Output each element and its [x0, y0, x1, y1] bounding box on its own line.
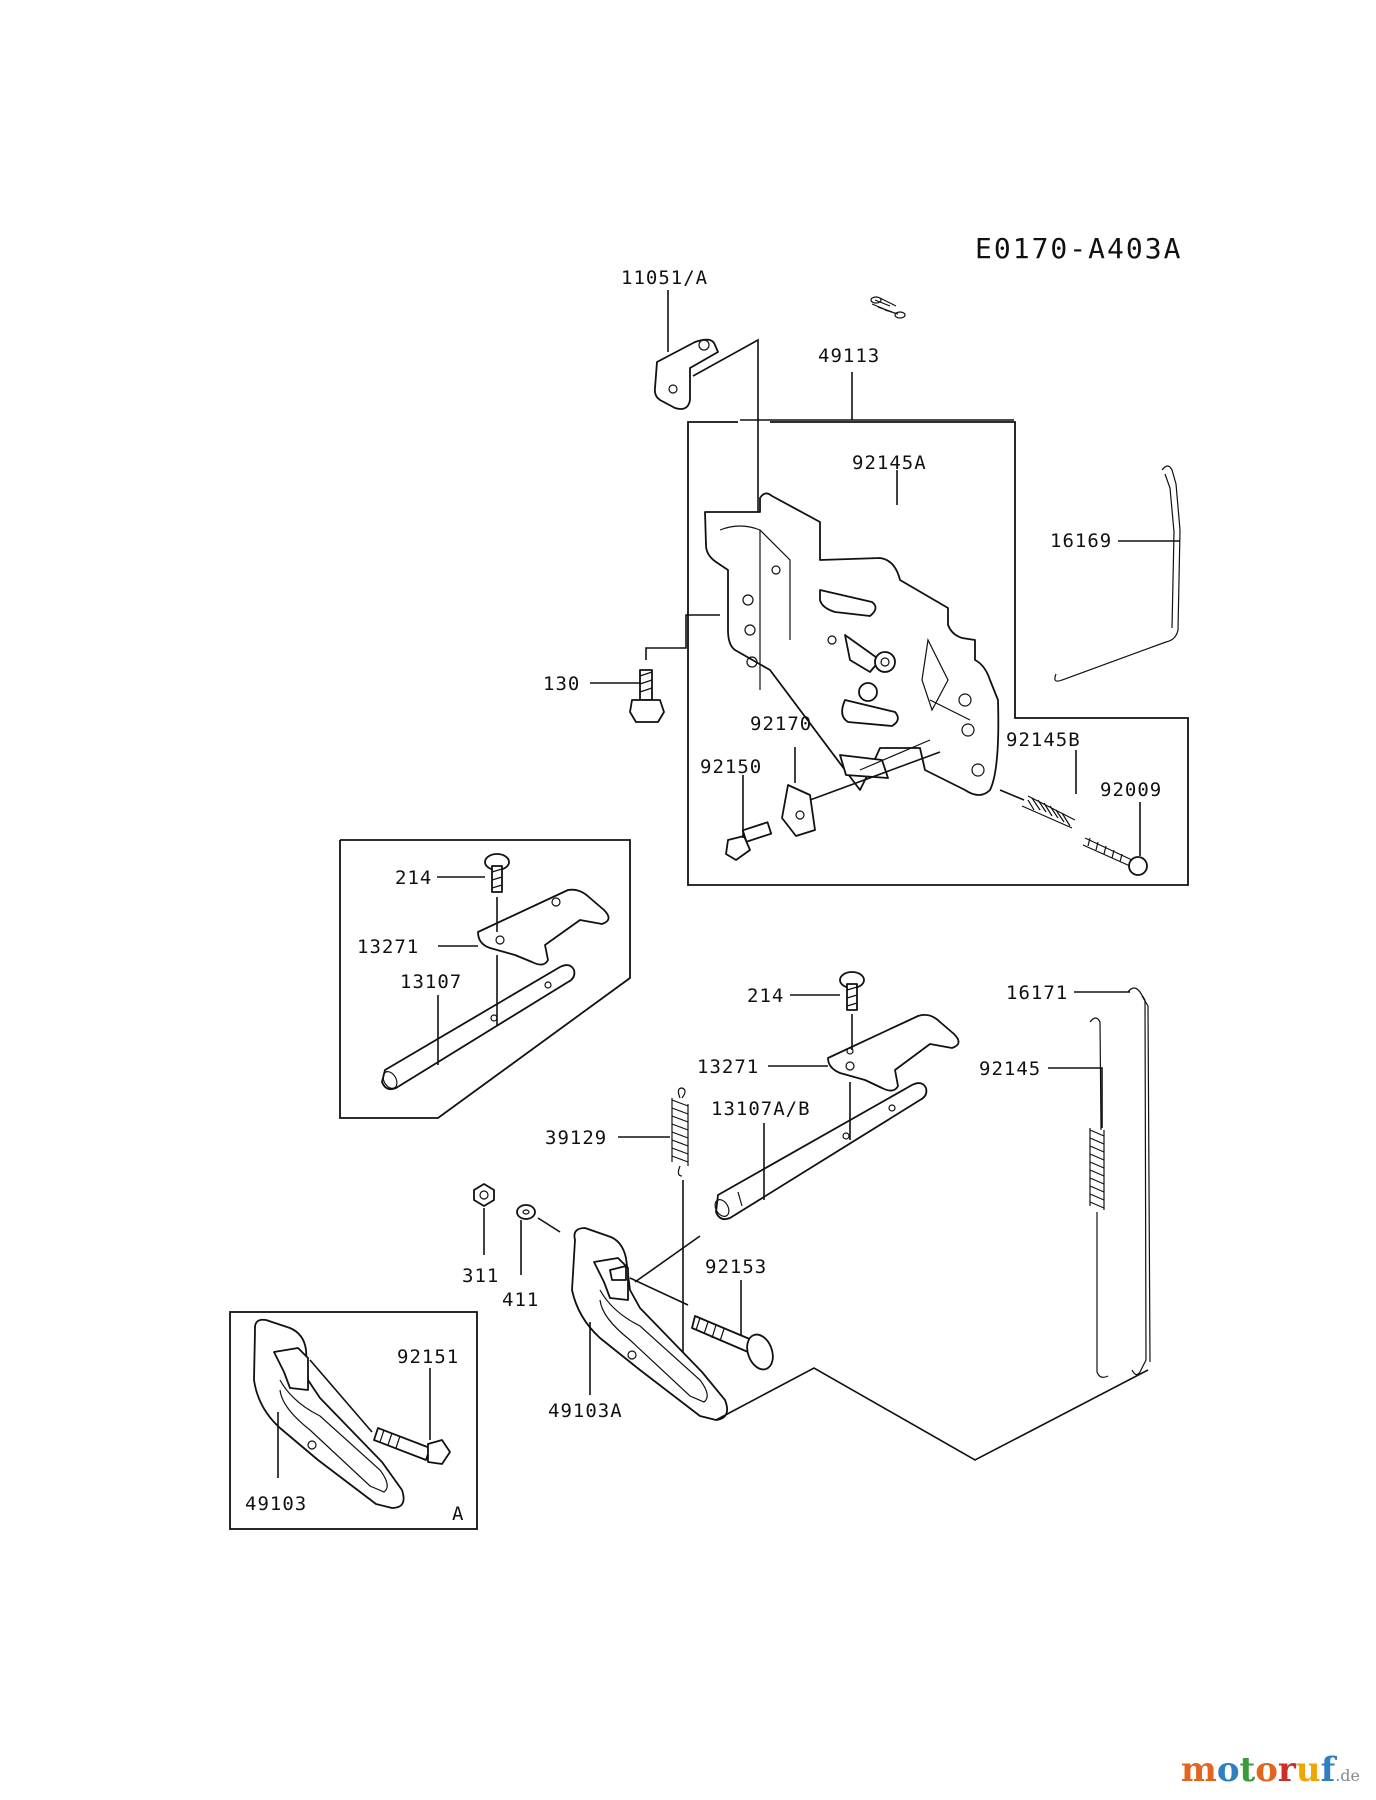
control-plate-group — [590, 290, 1189, 886]
label-92151: 92151 — [397, 1346, 459, 1368]
nut-311-part — [473, 1183, 495, 1207]
washer-411-part — [516, 1204, 536, 1220]
label-92145: 92145 — [979, 1058, 1041, 1080]
label-214-b: 214 — [747, 985, 784, 1007]
label-49103: 49103 — [245, 1493, 307, 1515]
watermark-logo: motoruf.de — [1181, 1750, 1360, 1790]
spring-92145B-part — [1021, 795, 1076, 829]
rod-16169-part — [1054, 465, 1181, 682]
label-16171: 16171 — [1006, 982, 1068, 1004]
group-box-A — [229, 1311, 478, 1530]
group-box-49113 — [687, 421, 1189, 886]
spring-39129-part — [671, 1087, 689, 1177]
leader-92153-to-lever — [629, 1277, 689, 1306]
shaft-13107AB-part — [714, 1082, 928, 1221]
leader-lever-to-shaft — [634, 1235, 701, 1283]
watermark-letter: t — [1239, 1750, 1256, 1790]
watermark-letter: r — [1277, 1750, 1296, 1790]
leader-11051-to-plate — [692, 338, 759, 562]
leader-92145B-to-plate — [999, 789, 1025, 801]
leader-92170-to-plate — [809, 751, 941, 801]
label-92009: 92009 — [1100, 779, 1162, 801]
label-92170: 92170 — [750, 713, 812, 735]
leader-92145 — [1048, 1067, 1103, 1128]
watermark-letter: f — [1320, 1750, 1336, 1790]
watermark-letter: o — [1255, 1750, 1278, 1790]
label-49103A: 49103A — [548, 1400, 623, 1422]
bolt-92151-part — [373, 1427, 451, 1465]
label-13271-a: 13271 — [357, 936, 419, 958]
part-labels: 11051/A 49113 92145A 16169 130 92170 921… — [245, 267, 1162, 1515]
label-92145B: 92145B — [1006, 729, 1081, 751]
rod-16171-part — [1127, 987, 1151, 1376]
label-13271-b: 13271 — [697, 1056, 759, 1078]
watermark-suffix: .de — [1335, 1766, 1360, 1785]
control-plate-part — [704, 492, 1000, 796]
leader-130-to-plate — [645, 614, 720, 660]
label-411: 411 — [502, 1289, 539, 1311]
watermark-letter: m — [1180, 1750, 1217, 1790]
watermark-letter: u — [1295, 1750, 1321, 1790]
watermark-letter: o — [1216, 1750, 1240, 1790]
lever-box-a-group: A — [229, 1311, 478, 1530]
central-shaft-group — [473, 971, 1149, 1461]
bracket-11051-part — [653, 338, 719, 410]
rod-16171-group — [1048, 987, 1151, 1378]
screw-214-a-part — [484, 853, 510, 893]
watermark-brand: motoruf — [1181, 1750, 1335, 1790]
lever-49103A-part — [571, 1227, 728, 1421]
label-13107AB: 13107A/B — [711, 1098, 811, 1120]
label-13107: 13107 — [400, 971, 462, 993]
label-92145A: 92145A — [852, 452, 927, 474]
box-tag-a: A — [452, 1503, 464, 1525]
label-214-a: 214 — [395, 867, 432, 889]
screw-92009-part — [1082, 837, 1148, 876]
label-92153: 92153 — [705, 1256, 767, 1278]
bolt-92153-part — [691, 1315, 774, 1371]
label-311: 311 — [462, 1265, 499, 1287]
leader-411-to-lever — [537, 1217, 561, 1233]
bolt-130-part — [629, 669, 665, 723]
holder-92170-part — [781, 784, 816, 837]
label-11051: 11051/A — [621, 267, 708, 289]
label-16169: 16169 — [1050, 530, 1112, 552]
diagram-code: E0170-A403A — [975, 232, 1182, 265]
group-box-13107 — [339, 839, 631, 1119]
bolt-92150-part — [725, 821, 773, 861]
plate-13271-a-part — [477, 888, 610, 966]
spring-92145A-part — [870, 296, 906, 319]
alt-shaft-box-group — [339, 839, 631, 1119]
label-39129: 39129 — [545, 1127, 607, 1149]
link-line-lever-to-rod — [715, 1367, 1149, 1461]
screw-214-b-part — [839, 971, 865, 1011]
label-49113: 49113 — [818, 345, 880, 367]
label-92150: 92150 — [700, 756, 762, 778]
leader-92151-to-lever — [309, 1359, 373, 1433]
label-130: 130 — [543, 673, 580, 695]
spring-92145-part — [1089, 1017, 1109, 1378]
lever-49103-part — [253, 1318, 405, 1509]
plate-13271-b-part — [827, 1013, 960, 1092]
